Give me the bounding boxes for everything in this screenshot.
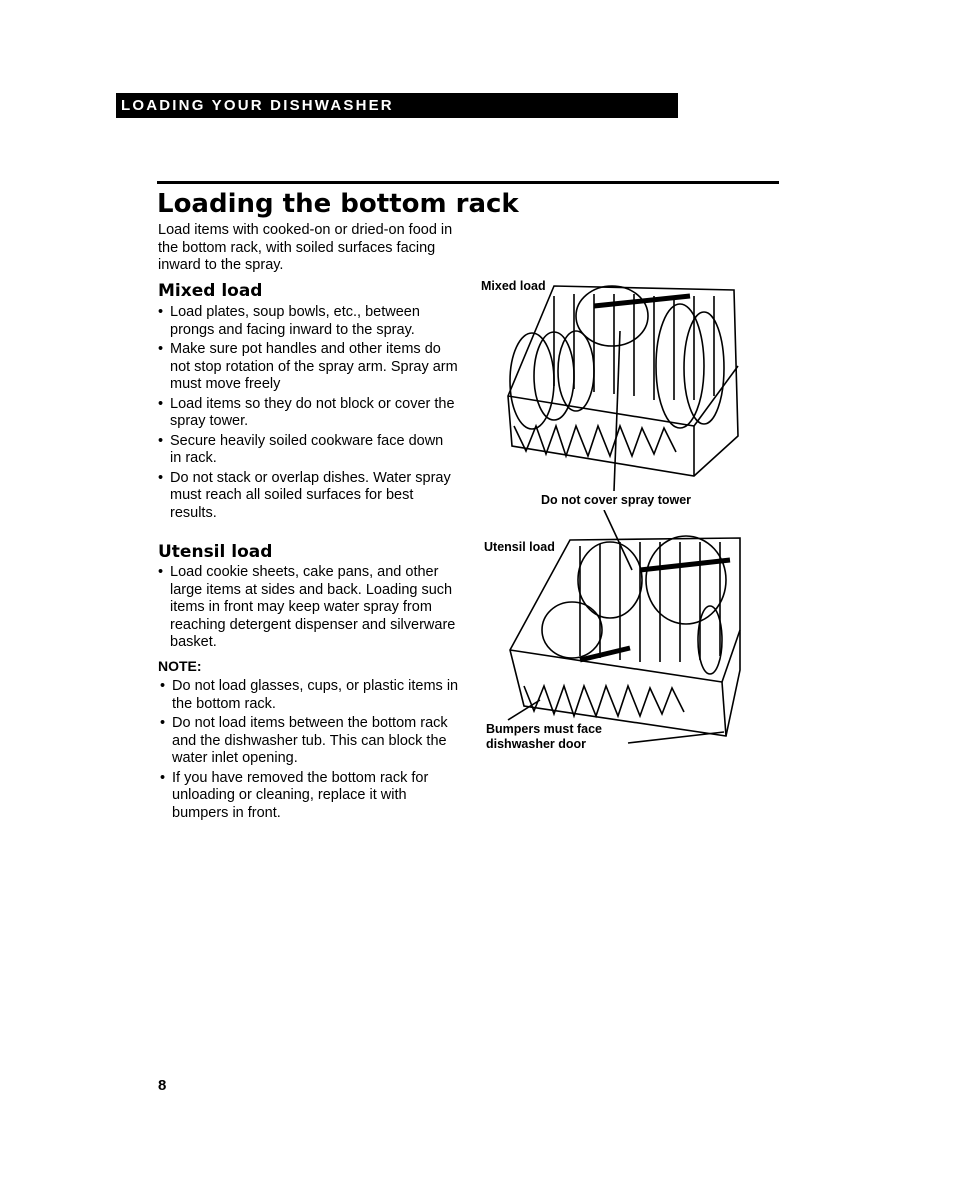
mixed-load-heading: Mixed load bbox=[158, 281, 263, 301]
utensil-load-caption: Utensil load bbox=[484, 540, 555, 554]
list-item: Do not load glasses, cups, or plastic it… bbox=[160, 678, 464, 713]
spray-tower-caption: Do not cover spray tower bbox=[541, 493, 692, 507]
title-rule bbox=[157, 181, 779, 184]
list-item: Load plates, soup bowls, etc., between p… bbox=[158, 304, 458, 339]
mixed-load-illustration bbox=[507, 285, 739, 492]
utensil-load-list: Load cookie sheets, cake pans, and other… bbox=[158, 564, 458, 654]
note-label: NOTE: bbox=[158, 658, 202, 674]
list-item: Load items so they do not block or cover… bbox=[158, 396, 458, 431]
list-item: Secure heavily soiled cookware face down… bbox=[158, 433, 458, 468]
mixed-load-caption: Mixed load bbox=[481, 279, 546, 293]
list-item: If you have removed the bottom rack for … bbox=[160, 770, 464, 823]
mixed-load-list: Load plates, soup bowls, etc., between p… bbox=[158, 304, 458, 524]
intro-paragraph: Load items with cooked-on or dried-on fo… bbox=[158, 222, 453, 273]
page-title: Loading the bottom rack bbox=[157, 189, 519, 219]
list-item: Make sure pot handles and other items do… bbox=[158, 341, 458, 394]
utensil-load-heading: Utensil load bbox=[158, 542, 273, 562]
section-banner: LOADING YOUR DISHWASHER bbox=[116, 93, 678, 118]
list-item: Do not stack or overlap dishes. Water sp… bbox=[158, 470, 458, 523]
list-item: Do not load items between the bottom rac… bbox=[160, 715, 464, 768]
bumpers-caption: Bumpers must face dishwasher door bbox=[486, 722, 603, 751]
page-number: 8 bbox=[158, 1077, 167, 1094]
utensil-load-illustration bbox=[507, 510, 741, 744]
note-list: Do not load glasses, cups, or plastic it… bbox=[160, 678, 464, 824]
list-item: Load cookie sheets, cake pans, and other… bbox=[158, 564, 458, 652]
